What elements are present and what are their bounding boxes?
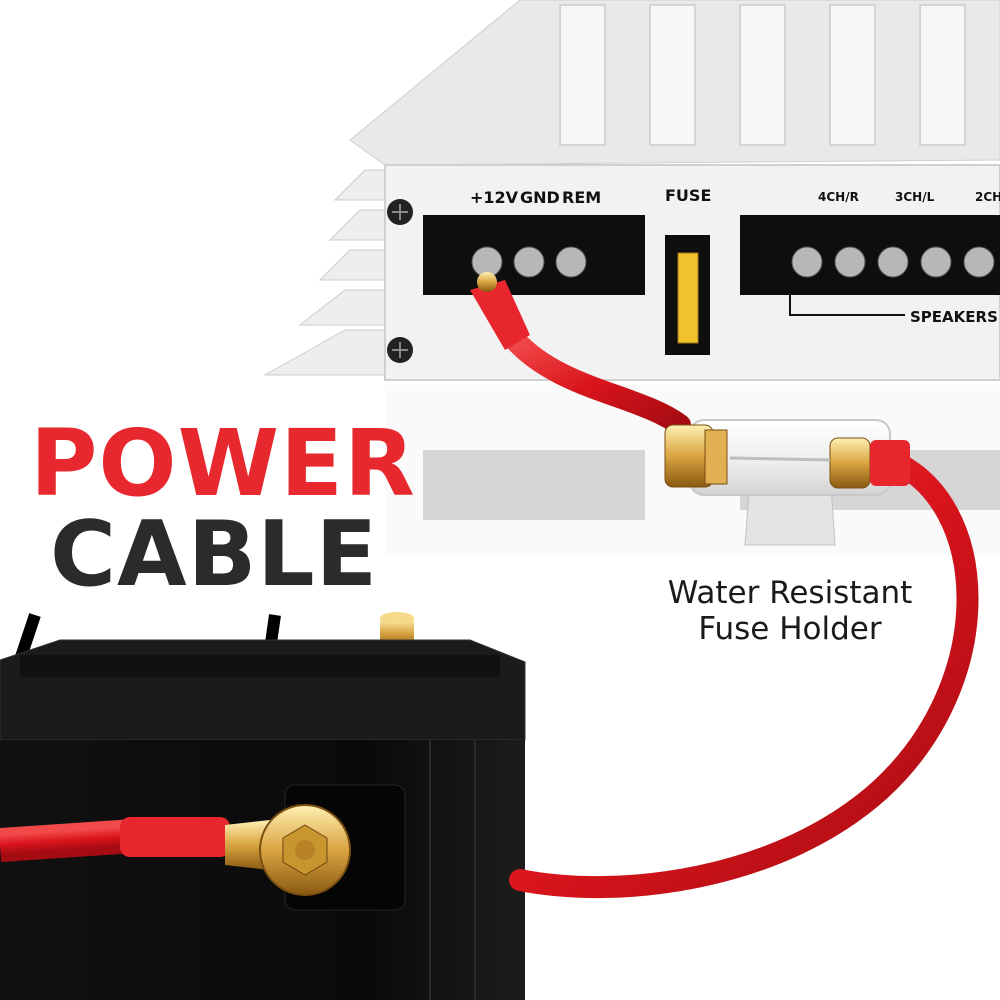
terminal-label-gnd: GND (520, 188, 560, 207)
amp-fins (559, 4, 966, 146)
channel-label-3ch: 3CH/L (895, 190, 935, 204)
fuse-caption-line-1: Water Resistant (667, 575, 913, 611)
fuse-label: FUSE (665, 186, 711, 205)
terminal-label-rem: REM (562, 188, 601, 207)
channel-label-4ch: 4CH/R (818, 190, 859, 204)
fuse-holder-caption: Water Resistant Fuse Holder (640, 575, 940, 647)
terminal-screw-icon (791, 246, 995, 278)
screw-icon (387, 199, 413, 363)
channel-label-2ch: 2CH (975, 190, 1000, 204)
fuse-holder (664, 419, 910, 546)
terminal-screw-icon (471, 246, 587, 278)
battery-body (0, 740, 525, 1000)
amp-side-fins (263, 169, 386, 376)
power-cable (0, 272, 979, 899)
battery (0, 612, 526, 1000)
amp-fuse (677, 252, 699, 344)
amplifier: +12V GND REM FUSE 4CH/R 3CH/L 2CH SPEAKE… (263, 0, 1000, 555)
speakers-bracket (789, 295, 905, 316)
headline-line-2: CABLE (50, 502, 379, 607)
fuse-caption-line-2: Fuse Holder (698, 611, 882, 647)
terminal-label-12v: +12V (470, 188, 519, 207)
speakers-label: SPEAKERS (910, 308, 998, 326)
speaker-terminal-block (740, 215, 1000, 295)
headline-line-1: POWER (30, 410, 416, 517)
